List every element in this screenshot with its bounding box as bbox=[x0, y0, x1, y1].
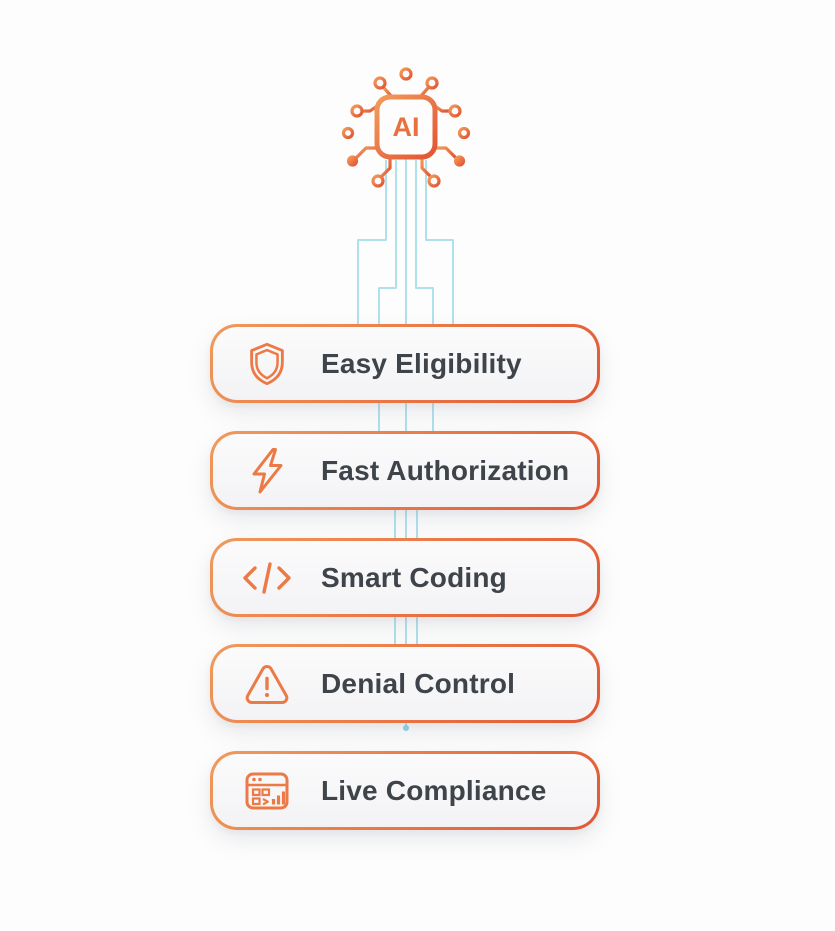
shield-icon bbox=[239, 340, 295, 388]
ai-chip-label: AI bbox=[393, 112, 420, 142]
lightning-icon bbox=[239, 446, 295, 496]
feature-card-smart-coding: Smart Coding bbox=[210, 538, 600, 617]
feature-card-easy-eligibility: Easy Eligibility bbox=[210, 324, 600, 403]
warning-icon bbox=[239, 660, 295, 708]
feature-label: Live Compliance bbox=[321, 774, 547, 806]
ai-chip-icon: AI bbox=[341, 67, 471, 188]
feature-card-denial-control: Denial Control bbox=[210, 644, 600, 723]
feature-label: Denial Control bbox=[321, 667, 516, 699]
feature-label: Smart Coding bbox=[321, 561, 507, 593]
feature-card-live-compliance: Live Compliance bbox=[210, 751, 600, 830]
dashboard-icon bbox=[239, 766, 295, 816]
feature-label: Easy Eligibility bbox=[321, 347, 522, 379]
feature-card-fast-authorization: Fast Authorization bbox=[210, 431, 600, 510]
code-icon bbox=[239, 556, 295, 600]
feature-label: Fast Authorization bbox=[321, 454, 570, 486]
circuit-end-dot bbox=[403, 725, 409, 731]
